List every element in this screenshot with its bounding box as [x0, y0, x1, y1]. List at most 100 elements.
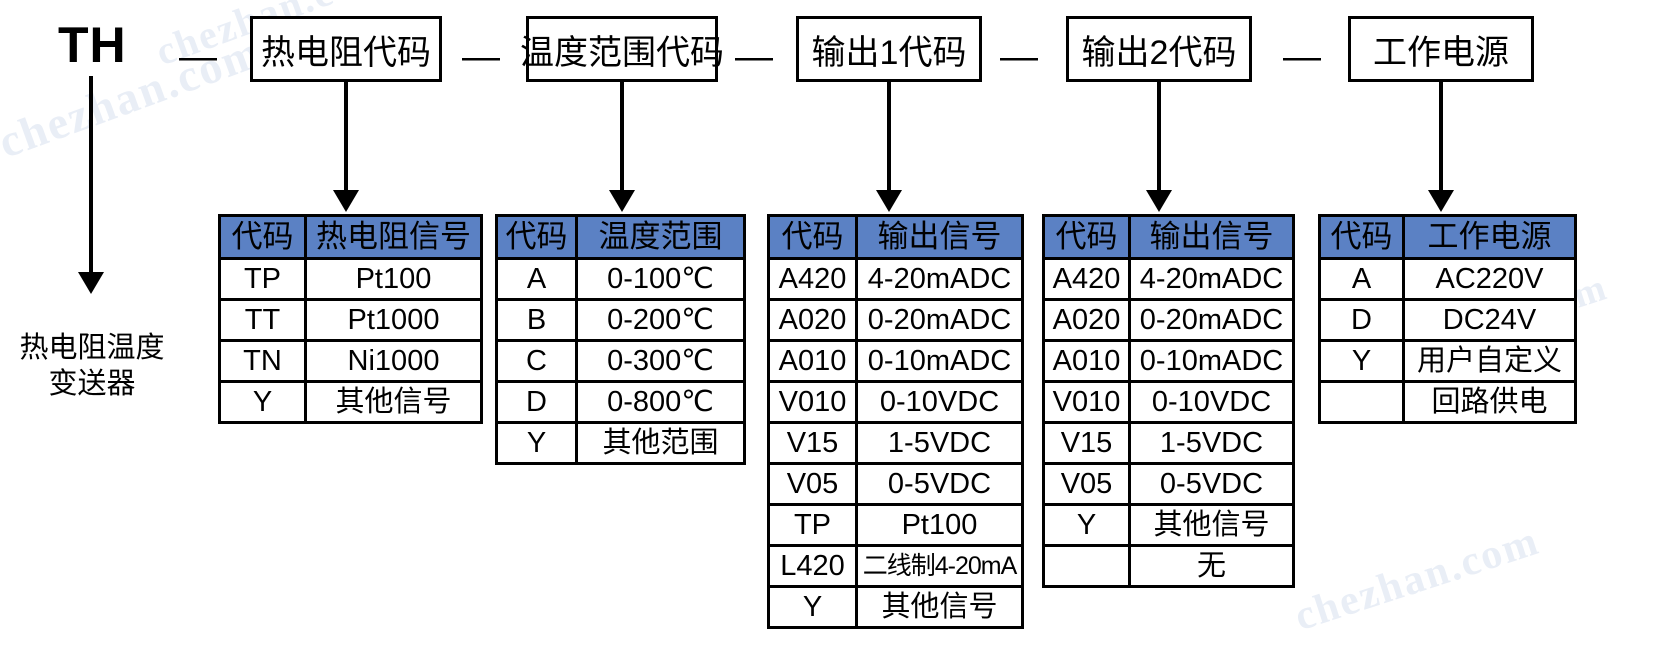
cell-value: 0-20mADC: [855, 298, 1024, 342]
column-header-range: 温度范围: [575, 214, 746, 260]
table-row: D 0-800℃: [495, 380, 746, 424]
column-header-power: 工作电源: [1402, 214, 1577, 260]
table-row: V010 0-10VDC: [767, 380, 1024, 424]
table-row: A420 4-20mADC: [767, 257, 1024, 301]
cell-code: B: [495, 298, 578, 342]
column-header-signal: 输出信号: [855, 214, 1024, 260]
cell-value: AC220V: [1402, 257, 1577, 301]
table-row: V05 0-5VDC: [1042, 462, 1295, 506]
column-header-code: 代码: [218, 214, 307, 260]
cell-value: 0-800℃: [575, 380, 746, 424]
cell-value: 0-300℃: [575, 339, 746, 383]
cell-value: 其他范围: [575, 421, 746, 465]
cell-code: L420: [767, 544, 858, 588]
cell-code: V05: [767, 462, 858, 506]
power-supply-table: 代码 工作电源 A AC220V D DC24V Y 用户自定义 回路供电: [1318, 214, 1577, 424]
cell-code: V010: [767, 380, 858, 424]
table-row: L420 二线制4-20mA: [767, 544, 1024, 588]
model-prefix-label: TH: [58, 17, 127, 73]
cell-value: 其他信号: [1128, 503, 1295, 547]
table-row: Y 其他信号: [218, 380, 483, 424]
cell-code: TP: [767, 503, 858, 547]
cell-value: Pt100: [855, 503, 1024, 547]
table-row: TT Pt1000: [218, 298, 483, 342]
cell-code: Y: [767, 585, 858, 629]
connector-line-segment-3: [887, 82, 891, 194]
rtd-signal-table: 代码 热电阻信号 TP Pt100 TT Pt1000 TN Ni1000 Y …: [218, 214, 483, 424]
cell-value: 0-10mADC: [855, 339, 1024, 383]
cell-code: A010: [1042, 339, 1131, 383]
cell-value: 其他信号: [855, 585, 1024, 629]
table-row: A 0-100℃: [495, 257, 746, 301]
segment-box-output2-code: 输出2代码: [1066, 16, 1252, 82]
column-header-code: 代码: [767, 214, 858, 260]
output1-signal-table: 代码 输出信号 A420 4-20mADC A020 0-20mADC A010…: [767, 214, 1024, 629]
table-row: A420 4-20mADC: [1042, 257, 1295, 301]
table-row: D DC24V: [1318, 298, 1577, 342]
segment-box-output1-code: 输出1代码: [796, 16, 982, 82]
watermark: chezhan.com: [1289, 517, 1546, 641]
segment-box-temperature-range-code: 温度范围代码: [520, 16, 724, 82]
cell-value: 无: [1128, 544, 1295, 588]
cell-value: 0-20mADC: [1128, 298, 1295, 342]
table-row: 回路供电: [1318, 380, 1577, 424]
table-row: A010 0-10mADC: [767, 339, 1024, 383]
connector-line-segment-5: [1439, 82, 1443, 194]
table-row: V05 0-5VDC: [767, 462, 1024, 506]
cell-value: 0-5VDC: [855, 462, 1024, 506]
cell-value: 4-20mADC: [855, 257, 1024, 301]
cell-code: Y: [218, 380, 307, 424]
table-row: Y 其他信号: [1042, 503, 1295, 547]
arrow-head-icon: [78, 272, 104, 294]
output2-signal-table: 代码 输出信号 A420 4-20mADC A020 0-20mADC A010…: [1042, 214, 1295, 588]
cell-code: A420: [1042, 257, 1131, 301]
table-header-row: 代码 热电阻信号: [218, 214, 483, 260]
cell-code: TN: [218, 339, 307, 383]
cell-code: C: [495, 339, 578, 383]
table-row: A AC220V: [1318, 257, 1577, 301]
cell-value: 4-20mADC: [1128, 257, 1295, 301]
separator-dash: —: [735, 36, 773, 78]
separator-dash: —: [1000, 36, 1038, 78]
table-header-row: 代码 温度范围: [495, 214, 746, 260]
cell-value: 0-200℃: [575, 298, 746, 342]
table-header-row: 代码 工作电源: [1318, 214, 1577, 260]
cell-code: [1042, 544, 1131, 588]
cell-code: Y: [495, 421, 578, 465]
cell-value: 其他信号: [304, 380, 483, 424]
arrow-head-icon: [333, 190, 359, 212]
cell-value: Pt1000: [304, 298, 483, 342]
table-row: Y 其他信号: [767, 585, 1024, 629]
cell-value: 二线制4-20mA: [855, 544, 1024, 588]
product-name-caption: 热电阻温度 变送器: [0, 330, 184, 403]
cell-code: TT: [218, 298, 307, 342]
cell-code: D: [1318, 298, 1405, 342]
table-header-row: 代码 输出信号: [1042, 214, 1295, 260]
table-row: 无: [1042, 544, 1295, 588]
cell-code: A010: [767, 339, 858, 383]
table-row: V15 1-5VDC: [767, 421, 1024, 465]
column-header-signal: 热电阻信号: [304, 214, 483, 260]
separator-dash: —: [179, 36, 217, 78]
arrow-head-icon: [609, 190, 635, 212]
cell-code: V15: [1042, 421, 1131, 465]
cell-code: TP: [218, 257, 307, 301]
table-row: A010 0-10mADC: [1042, 339, 1295, 383]
arrow-head-icon: [1428, 190, 1454, 212]
temperature-range-table: 代码 温度范围 A 0-100℃ B 0-200℃ C 0-300℃ D 0-8…: [495, 214, 746, 465]
table-row: A020 0-20mADC: [767, 298, 1024, 342]
connector-line-segment-4: [1157, 82, 1161, 194]
cell-code: V15: [767, 421, 858, 465]
cell-value: 1-5VDC: [1128, 421, 1295, 465]
column-header-code: 代码: [495, 214, 578, 260]
cell-value: 0-10mADC: [1128, 339, 1295, 383]
cell-code: A420: [767, 257, 858, 301]
connector-line-segment-1: [344, 82, 348, 194]
cell-code: D: [495, 380, 578, 424]
cell-value: 0-10VDC: [855, 380, 1024, 424]
arrow-head-icon: [1146, 190, 1172, 212]
column-header-code: 代码: [1318, 214, 1405, 260]
arrow-head-icon: [876, 190, 902, 212]
table-row: B 0-200℃: [495, 298, 746, 342]
cell-code: Y: [1042, 503, 1131, 547]
